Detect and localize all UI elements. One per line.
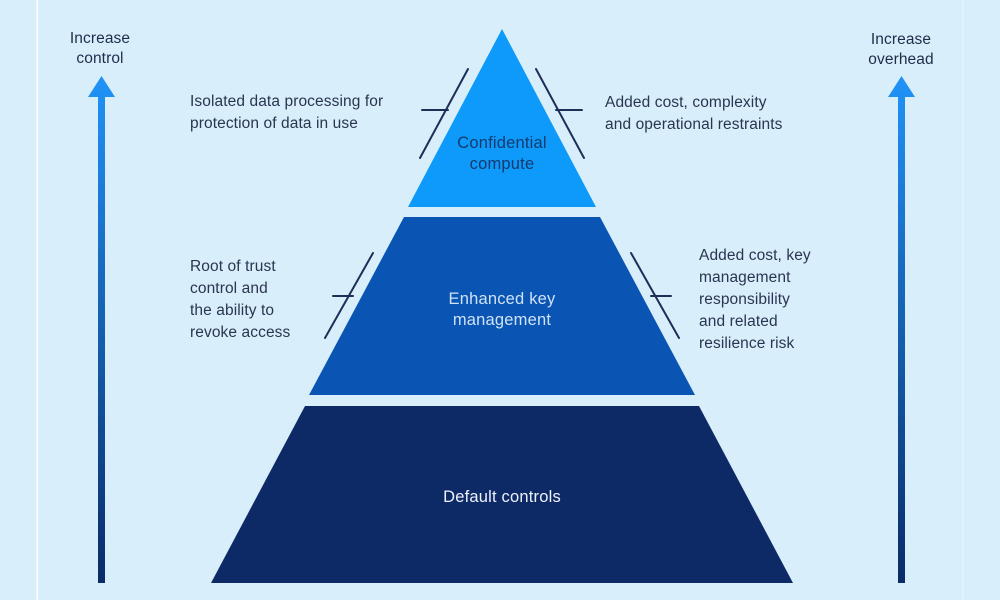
tier-default-controls-shape — [211, 406, 793, 583]
tier-confidential-compute-shape — [408, 29, 596, 207]
tier-label-enhanced-key-management: Enhanced key management — [448, 290, 556, 329]
increase-control-arrow-icon — [88, 76, 115, 583]
increase-overhead-arrow-icon — [888, 76, 915, 583]
callout-top-right-diagonal — [535, 68, 585, 159]
callout-top-left-diagonal — [419, 68, 469, 159]
right-edge-guide-line — [962, 0, 964, 600]
tier-enhanced-key-management-shape — [309, 217, 695, 395]
increase-control-label: Increase control — [69, 30, 131, 67]
left-edge-guide-line — [36, 0, 39, 600]
callout-lines — [324, 68, 680, 339]
annotation-isolated-data-processing: Isolated data processing for protection … — [190, 93, 384, 132]
annotation-added-cost-key-management: Added cost, key management responsibilit… — [699, 247, 811, 352]
tier-label-default-controls: Default controls — [443, 488, 561, 506]
increase-overhead-label: Increase overhead — [868, 31, 934, 68]
tier-label-confidential-compute: Confidential compute — [457, 134, 547, 173]
annotation-added-cost-complexity: Added cost, complexity and operational r… — [605, 94, 783, 133]
annotation-root-of-trust: Root of trust control and the ability to… — [190, 258, 291, 341]
